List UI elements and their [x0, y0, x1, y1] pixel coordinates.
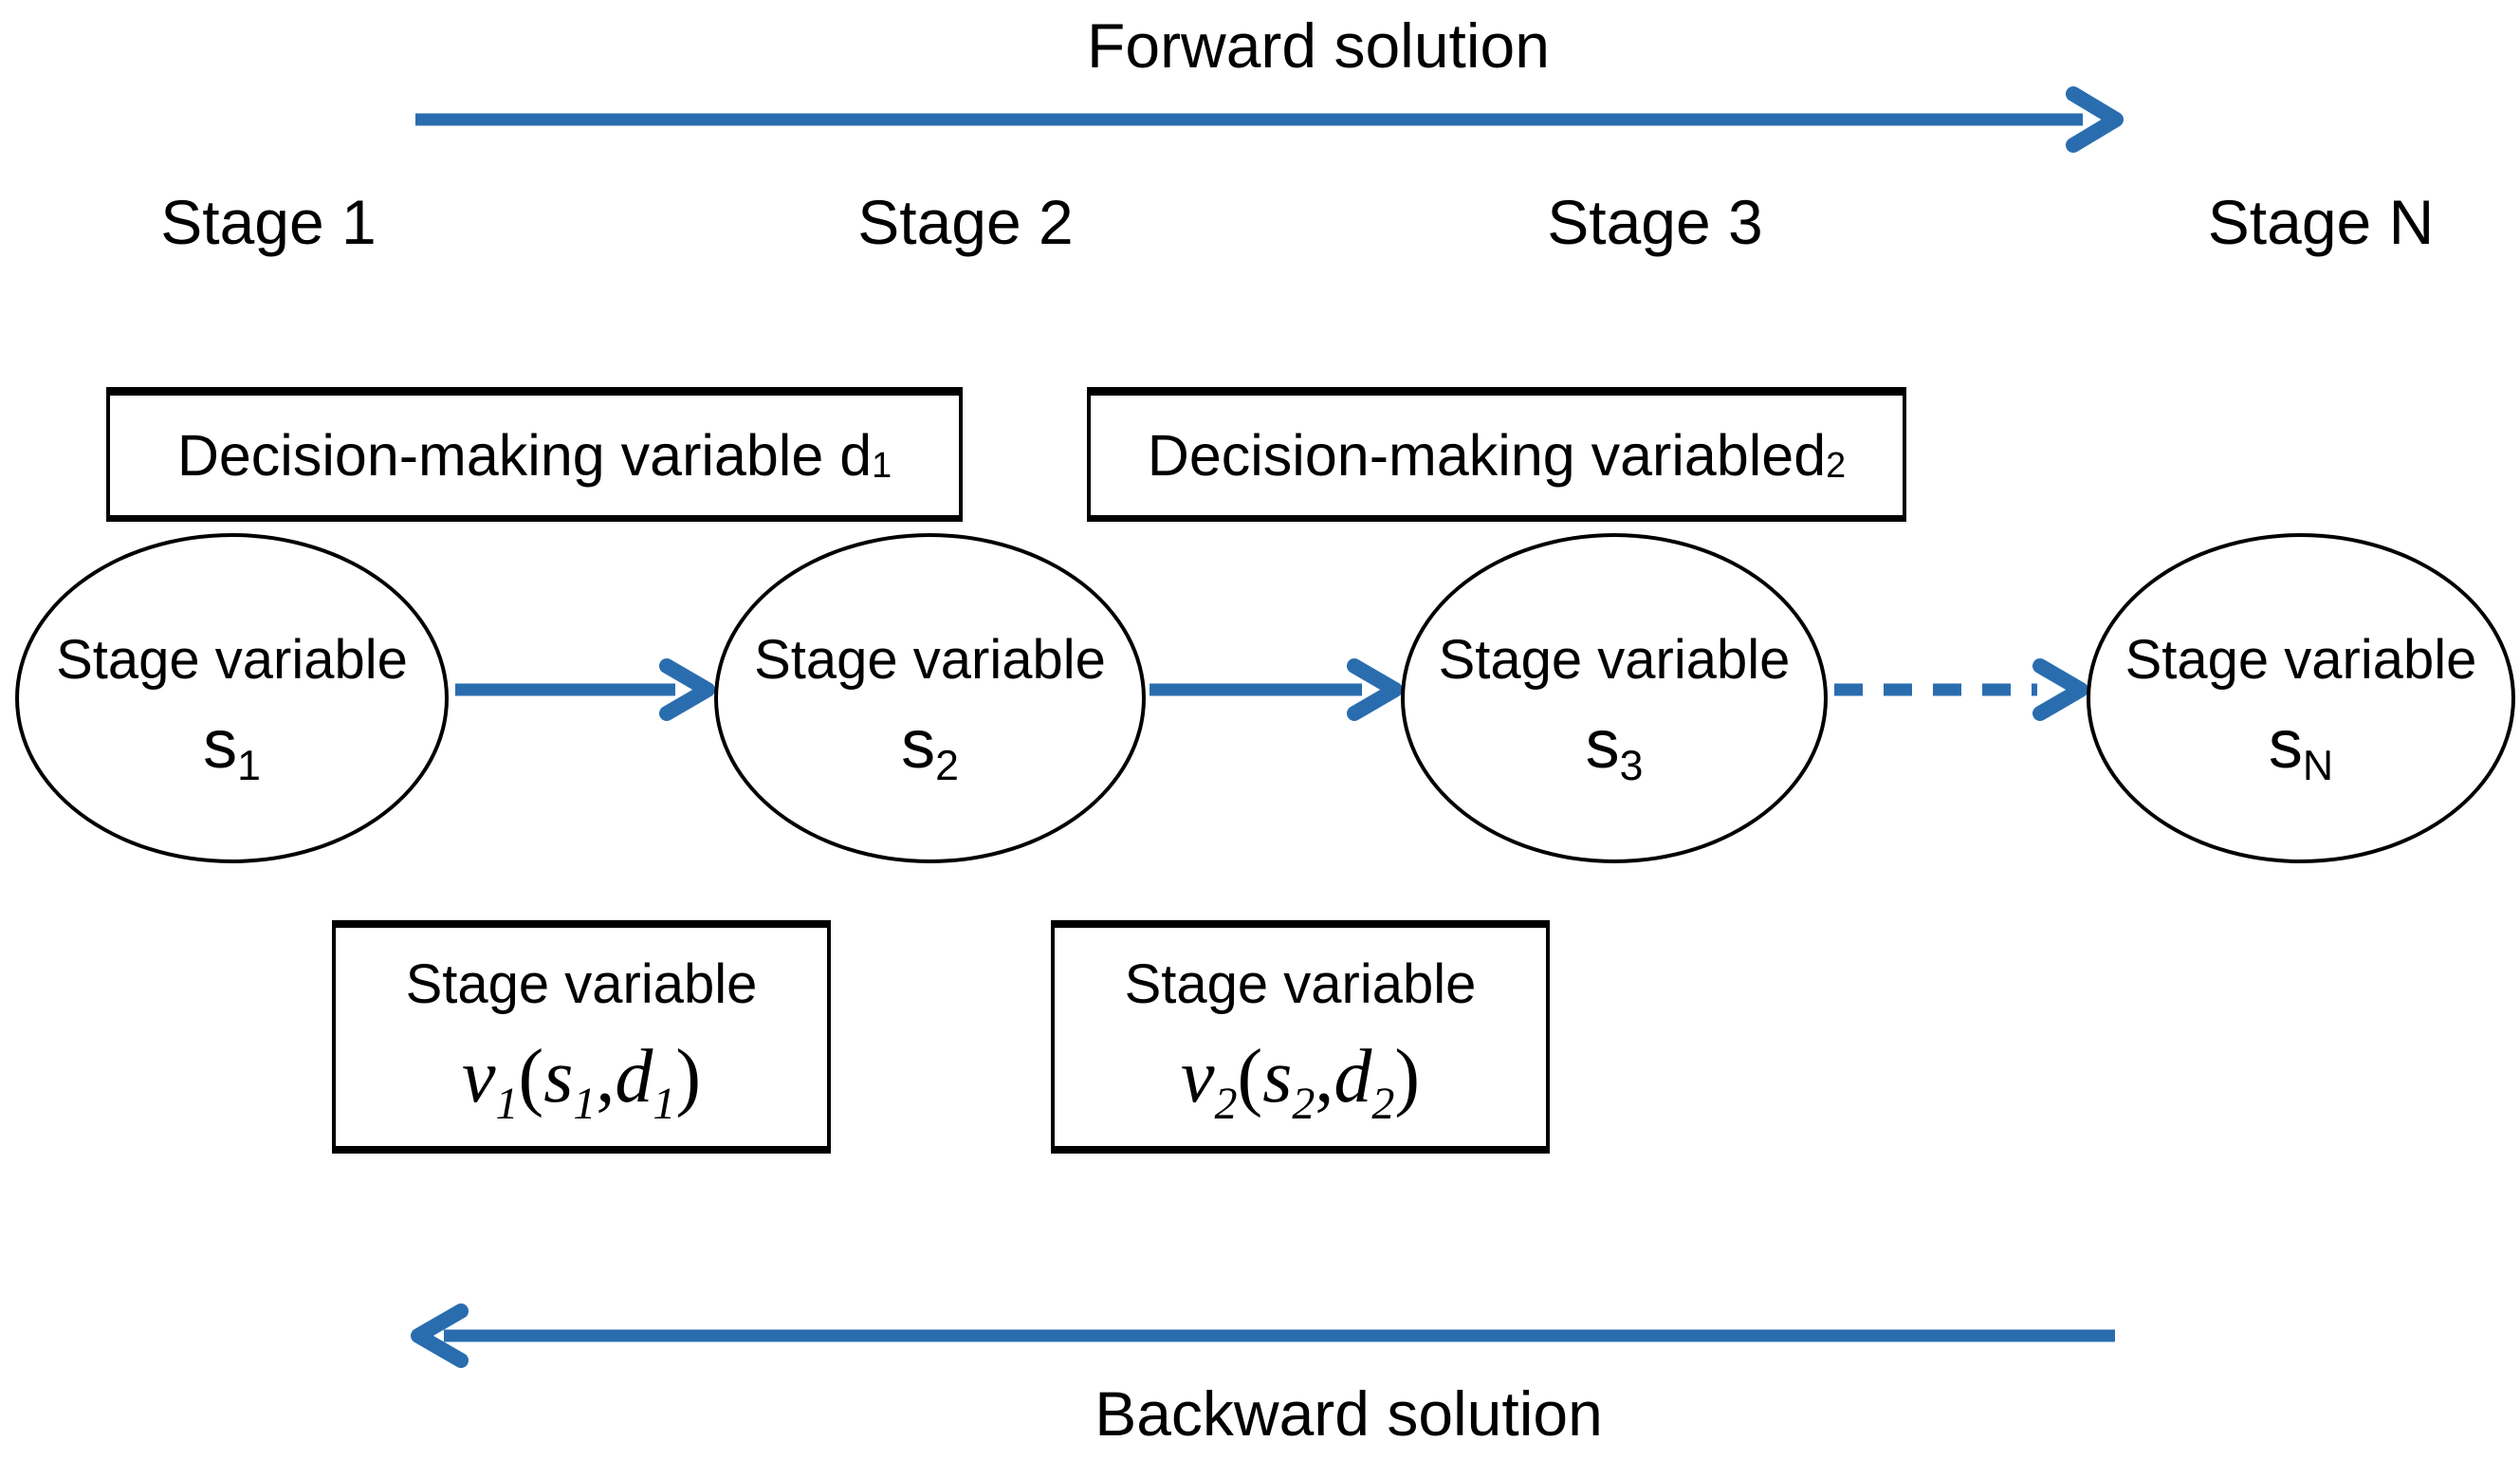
state-node-s3-title: Stage variable — [1438, 628, 1791, 691]
stage-label-3: Stage 3 — [1547, 187, 1763, 257]
state-node-s2: Stage variable s2 — [714, 533, 1146, 863]
state-node-s2-symbol: s — [901, 706, 936, 783]
value-box-2: Stage variable v2(s2,d2) — [1051, 920, 1550, 1154]
state-node-sn: Stage variable sN — [2087, 533, 2515, 863]
decision-variable-sub-1: 1 — [872, 445, 892, 486]
state-node-s1-sub: 1 — [237, 742, 261, 789]
stage-label-1: Stage 1 — [160, 187, 377, 257]
state-node-sn-title: Stage variable — [2125, 628, 2477, 691]
state-node-s2-symbol-line: s2 — [901, 711, 959, 787]
value-box-2-title: Stage variable — [1124, 953, 1477, 1015]
state-node-sn-symbol-line: sN — [2269, 711, 2333, 787]
stage-label-n: Stage N — [2207, 187, 2435, 257]
stage-label-2: Stage 2 — [857, 187, 1074, 257]
state-node-s3-sub: 3 — [1619, 742, 1644, 789]
value-box-1-title: Stage variable — [405, 953, 758, 1015]
state-node-s3: Stage variable s3 — [1401, 533, 1828, 863]
state-node-s1: Stage variable s1 — [15, 533, 449, 863]
state-node-s3-symbol: s — [1585, 706, 1620, 783]
backward-solution-label: Backward solution — [1094, 1378, 1603, 1449]
transition-arrow-s1-s2-head — [659, 658, 715, 721]
backward-arrow-head — [411, 1303, 469, 1368]
value-box-2-formula: v2(s2,d2) — [1181, 1035, 1420, 1130]
state-node-s2-title: Stage variable — [754, 628, 1106, 691]
state-node-sn-symbol: s — [2268, 706, 2303, 783]
state-node-sn-sub: N — [2302, 742, 2334, 789]
forward-arrow-head — [2066, 86, 2124, 153]
state-node-s1-symbol-line: s1 — [203, 711, 261, 787]
value-box-1: Stage variable v1(s1,d1) — [332, 920, 831, 1154]
decision-variable-text-2: Decision-making variabled — [1147, 423, 1827, 488]
transition-arrow-s2-s3-head — [1347, 658, 1403, 721]
state-node-s1-symbol: s — [203, 706, 238, 783]
value-box-1-formula: v1(s1,d1) — [462, 1035, 701, 1130]
decision-variable-text-1: Decision-making variable d — [176, 423, 873, 488]
transition-arrow-s3-sn-head — [2033, 658, 2088, 721]
state-node-s3-symbol-line: s3 — [1586, 711, 1644, 787]
forward-solution-label: Forward solution — [1087, 10, 1550, 81]
state-node-s1-title: Stage variable — [56, 628, 408, 691]
state-node-s2-sub: 2 — [935, 742, 959, 789]
decision-variable-sub-2: 2 — [1826, 445, 1847, 486]
